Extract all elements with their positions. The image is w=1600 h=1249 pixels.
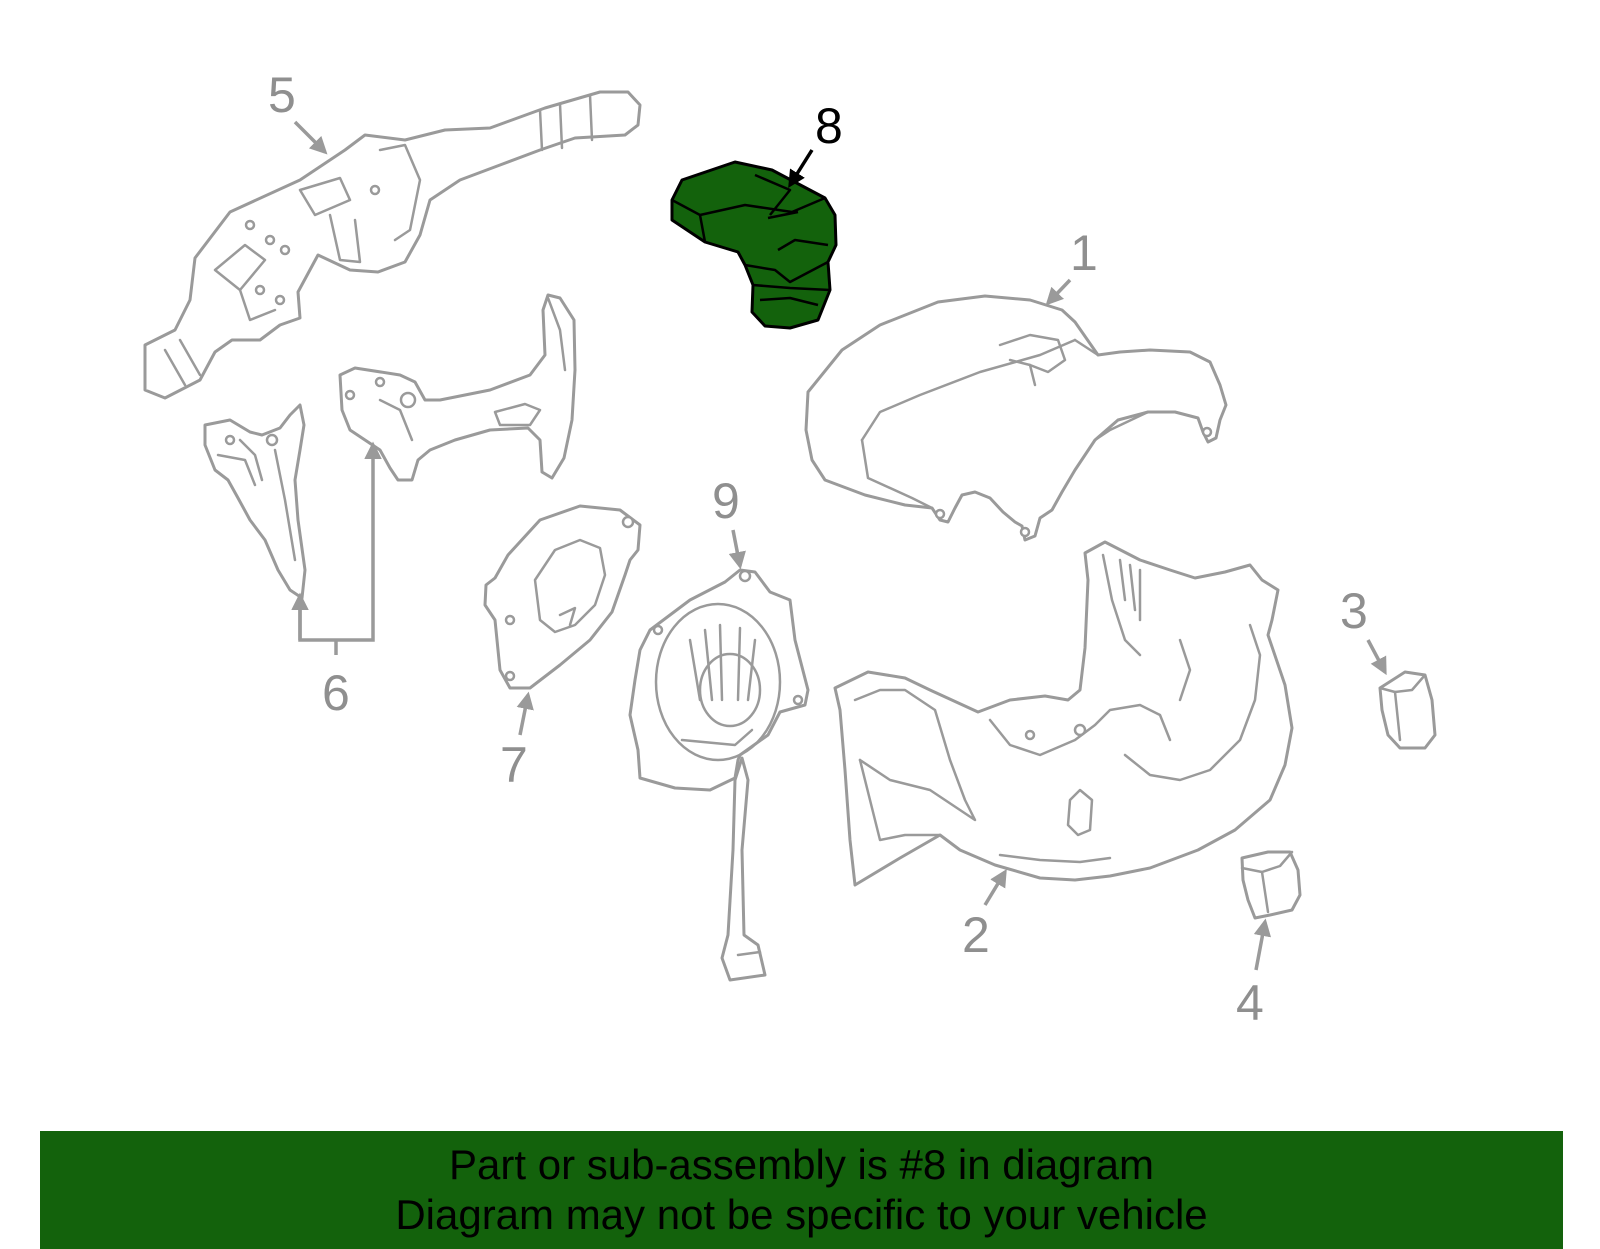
part-3-cap [1378,670,1437,750]
leader-9 [728,529,746,570]
callout-9: 9 [712,473,740,529]
part-7-steering-sensor [483,504,642,690]
callout-3: 3 [1340,583,1368,639]
callout-8: 8 [815,98,843,154]
part-9-clock-spring [628,568,810,982]
callout-6: 6 [322,665,350,721]
leader-4 [1253,918,1272,971]
leader-3 [1366,639,1387,676]
callout-4: 4 [1236,975,1264,1031]
part-5-combination-switch [143,90,642,400]
part-6-paddle-shifter-right [338,293,577,482]
callout-7: 7 [500,737,528,793]
leader-6a [298,441,382,642]
leader-8 [788,149,814,188]
leader-5 [293,120,328,155]
callout-2: 2 [962,907,990,963]
part-1-upper-column-cover [804,294,1228,542]
leader-2 [983,869,1007,906]
parts-diagram: 5 8 1 [143,67,1437,1031]
part-8-highlighted-module [670,160,838,330]
callout-5: 5 [268,67,296,123]
banner-line-2: Diagram may not be specific to your vehi… [395,1191,1208,1238]
part-4-cap [1240,850,1302,920]
part-6-paddle-shifter-left [203,403,307,600]
part-2-lower-column-cover [833,540,1294,887]
leader-7 [516,691,534,736]
leader-1 [1045,278,1072,306]
info-banner: Part or sub-assembly is #8 in diagram Di… [40,1131,1563,1249]
callout-1: 1 [1070,225,1098,281]
banner-line-1: Part or sub-assembly is #8 in diagram [449,1141,1154,1188]
